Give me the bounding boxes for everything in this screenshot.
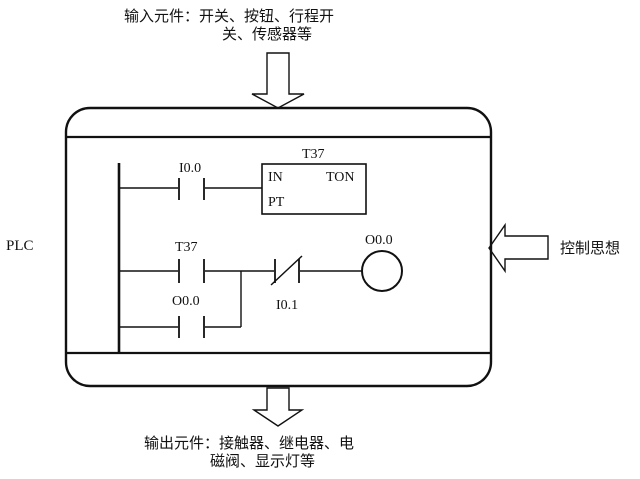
input-arrow-icon bbox=[251, 52, 305, 109]
output-arrow-icon bbox=[251, 387, 305, 427]
control-arrow-icon bbox=[488, 222, 549, 274]
contact-t37-label: T37 bbox=[175, 240, 198, 255]
timer-type-label: TON bbox=[326, 170, 355, 185]
timer-box bbox=[261, 163, 367, 215]
nc-contact-slash bbox=[270, 255, 303, 286]
timer-pt-label: PT bbox=[268, 195, 285, 210]
output-coil bbox=[361, 250, 403, 292]
output-caption-line2: 磁阀、显示灯等 bbox=[210, 452, 316, 470]
output-caption-line1: 输出元件：接触器、继电器、电 bbox=[144, 434, 355, 452]
parallel-contact-label: O0.0 bbox=[172, 294, 200, 309]
rung-1: I0.0 T37 IN TON PT bbox=[119, 147, 367, 215]
plc-box bbox=[64, 106, 493, 388]
output-caption: 输出元件：接触器、继电器、电 磁阀、显示灯等 bbox=[144, 434, 354, 470]
input-caption-line2: 关、传感器等 bbox=[222, 25, 313, 43]
input-caption-line1: 输入元件：开关、按钮、行程开 bbox=[124, 7, 335, 25]
timer-name: T37 bbox=[302, 147, 325, 162]
output-coil-label: O0.0 bbox=[365, 233, 393, 248]
rung-2: T37 I0.1 O0.0 O0.0 bbox=[119, 233, 403, 338]
timer-in-label: IN bbox=[268, 170, 283, 185]
contact-i00-label: I0.0 bbox=[179, 161, 201, 176]
input-caption: 输入元件：开关、按钮、行程开 关、传感器等 bbox=[124, 7, 334, 43]
nc-contact-label: I0.1 bbox=[276, 298, 298, 313]
plc-label: PLC bbox=[6, 238, 34, 254]
control-idea-label: 控制思想 bbox=[560, 239, 621, 257]
